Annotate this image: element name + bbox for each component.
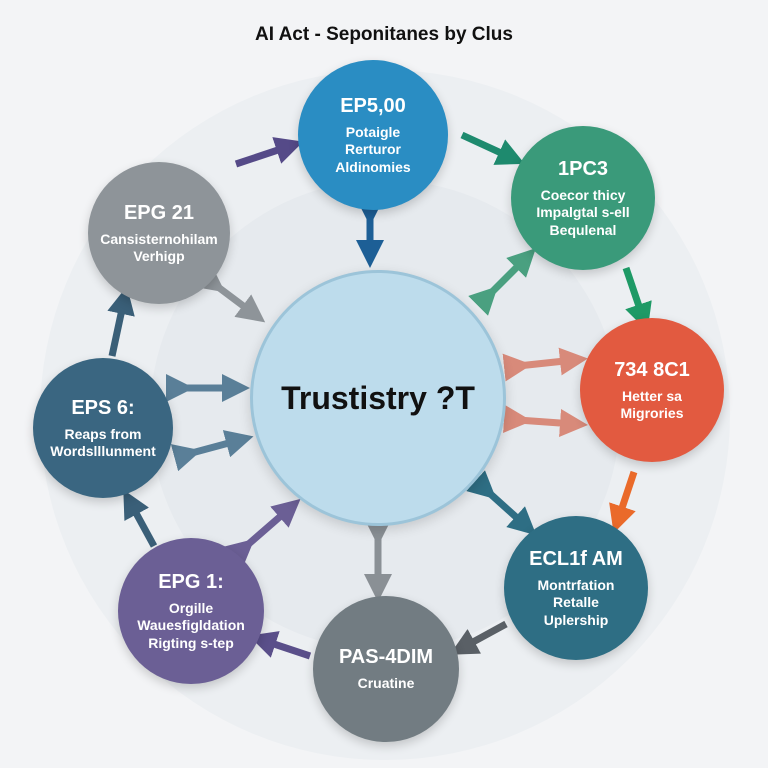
arrow-center-lower-left <box>224 498 301 568</box>
node-lower-right-line-3: Uplership <box>543 611 609 628</box>
arrow-center-right-a <box>502 347 588 382</box>
node-left-head: EPS 6: <box>71 396 135 419</box>
node-upper-right-head: 1PC3 <box>557 157 609 180</box>
node-upper-left-line-1: Cansisternohilam <box>100 230 218 247</box>
node-lower-left-line-1: Orgille <box>168 599 214 616</box>
center-node: Trustistry ?T <box>250 270 506 526</box>
node-left-line-1: Reaps from <box>64 425 142 442</box>
arrow-lower-left-to-left <box>123 489 158 548</box>
diagram-title: AI Act - Seponitanes by Clus <box>255 24 513 45</box>
node-upper-left-line-2: Verhigp <box>133 248 185 264</box>
arrow-center-upper-left <box>194 264 266 323</box>
node-bottom-line-1: Cruatine <box>357 675 415 692</box>
node-top-line-2: Rerturor <box>344 141 401 158</box>
node-right-line-2: Migrories <box>620 405 684 421</box>
node-right-head: 734 8C1 <box>614 358 690 381</box>
node-bottom: PAS-4DIM Cruatine <box>313 596 459 742</box>
node-upper-left: EPG 21 Cansisternohilam Verhigp <box>88 162 230 304</box>
node-lower-left-line-3: Rigting s-tep <box>148 634 234 651</box>
arrow-center-left-b <box>170 430 254 472</box>
node-lower-right-line-1: Montrfation <box>537 576 615 593</box>
node-lower-right-line-2: Retalle <box>553 594 599 611</box>
node-left-line-2: Wordslllunment <box>50 443 156 459</box>
node-top-head: EP5,00 <box>340 94 406 117</box>
arrow-upper-right-to-right <box>622 266 652 332</box>
arrow-left-to-upper-left <box>107 286 135 357</box>
arrow-lower-right-to-bottom <box>449 620 508 655</box>
node-top: EP5,00 Potaigle Rerturor Aldinomies <box>298 60 448 210</box>
node-lower-right-head: ECL1f AM <box>529 547 623 570</box>
arrow-upper-left-to-top <box>234 137 304 168</box>
center-label: Trustistry ?T <box>281 379 475 416</box>
node-upper-right: 1PC3 Coecor thicy Impalgtal s-ell Bequle… <box>511 126 655 270</box>
arrow-center-right-b <box>503 405 588 437</box>
node-right: 734 8C1 Hetter sa Migrories <box>580 318 724 462</box>
node-top-line-3: Aldinomies <box>335 158 411 175</box>
node-top-line-1: Potaigle <box>345 123 401 140</box>
node-upper-left-head: EPG 21 <box>123 201 195 224</box>
node-upper-right-line-1: Coecor thicy <box>540 186 626 203</box>
node-lower-left-head: EPG 1: <box>158 570 224 593</box>
arrow-center-lower-right <box>466 470 537 536</box>
node-left: EPS 6: Reaps from Wordslllunment <box>33 358 173 498</box>
arrow-top-to-upper-right <box>460 131 525 165</box>
node-lower-left: EPG 1: Orgille Wauesfigldation Rigting s… <box>118 538 264 684</box>
arrow-center-upper-right <box>468 248 536 316</box>
arrow-bottom-to-lower-left <box>248 631 312 660</box>
node-upper-right-line-3: Bequlenal <box>549 221 617 238</box>
arrow-right-to-lower-right <box>609 470 638 534</box>
node-right-line-1: Hetter sa <box>622 387 682 404</box>
node-lower-left-line-2: Wauesfigldation <box>137 617 245 634</box>
node-bottom-head: PAS-4DIM <box>338 646 434 669</box>
node-upper-right-line-2: Impalgtal s-ell <box>536 204 630 221</box>
node-lower-right: ECL1f AM Montrfation Retalle Uplership <box>504 516 648 660</box>
